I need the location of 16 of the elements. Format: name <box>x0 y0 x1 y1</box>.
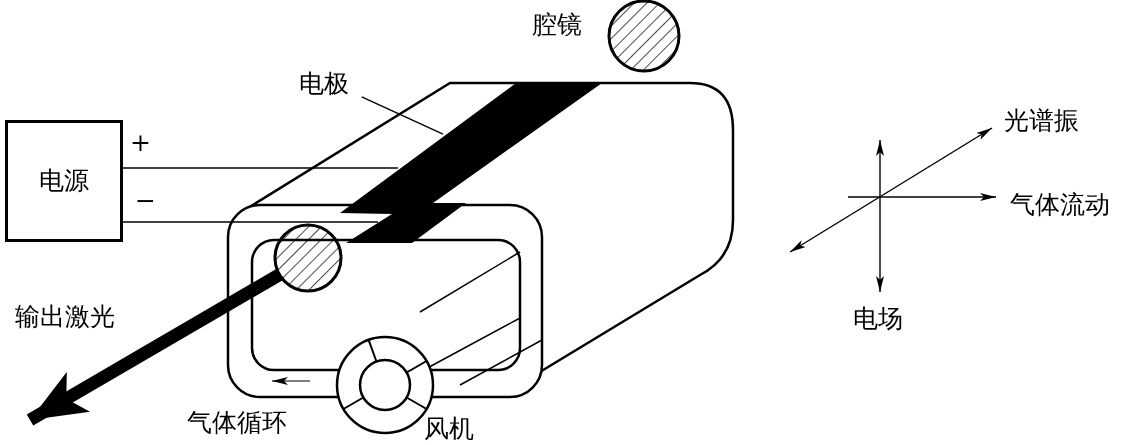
wire <box>122 167 399 169</box>
electrode-label: 电极 <box>292 68 356 100</box>
leader-line <box>361 96 444 135</box>
fan-label: 风机 <box>424 414 474 444</box>
wire <box>122 221 379 223</box>
mirror <box>273 223 343 293</box>
laser-beam-arrow <box>26 269 283 426</box>
flow-label: 气体循环 <box>187 408 287 438</box>
polarity-sign: + <box>130 128 151 158</box>
axis-label: 光谱振 <box>1004 106 1079 136</box>
beam-label: 输出激光 <box>15 302 115 332</box>
power-supply-box: 电源 <box>5 120 123 242</box>
axis-label: 气体流动 <box>1010 190 1110 220</box>
mirror-label: 腔镜 <box>532 10 582 40</box>
axis-label: 电场 <box>853 304 903 334</box>
polarity-sign: − <box>135 186 156 216</box>
